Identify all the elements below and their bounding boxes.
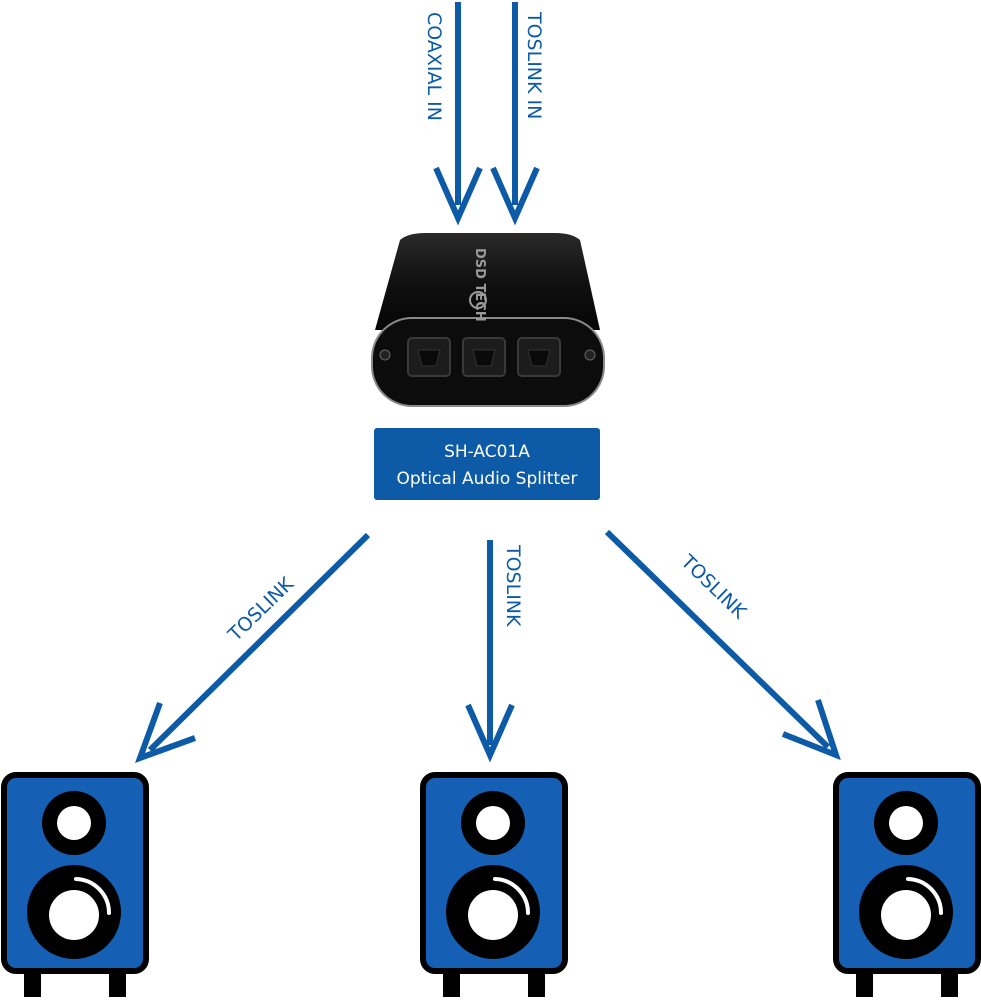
model-label-box [374,428,600,500]
optical-port [407,337,451,377]
output-label-middle: TOSLINK [502,544,524,627]
logo-icon [469,291,487,309]
device-name-label: Optical Audio Splitter [397,469,578,489]
output-label-left: TOSLINK [223,573,298,646]
brand-logo: DSD TECH [472,248,487,322]
output-arrow-left [134,532,371,764]
speaker-left [4,775,146,997]
coaxial-in-label: COAXIAL IN [423,12,445,121]
output-arrow-right [604,529,841,761]
model-label: SH-AC01A [444,442,530,462]
toslink-in-label: TOSLINK IN [523,11,545,119]
splitter-device: DSD TECH [371,233,605,407]
speaker-middle [423,775,565,997]
coaxial-in-arrow [433,2,483,226]
toslink-in-arrow [490,2,540,226]
output-arrow-middle [465,540,515,763]
speaker-right [836,775,978,997]
optical-port [462,337,506,377]
optical-port [517,337,561,377]
